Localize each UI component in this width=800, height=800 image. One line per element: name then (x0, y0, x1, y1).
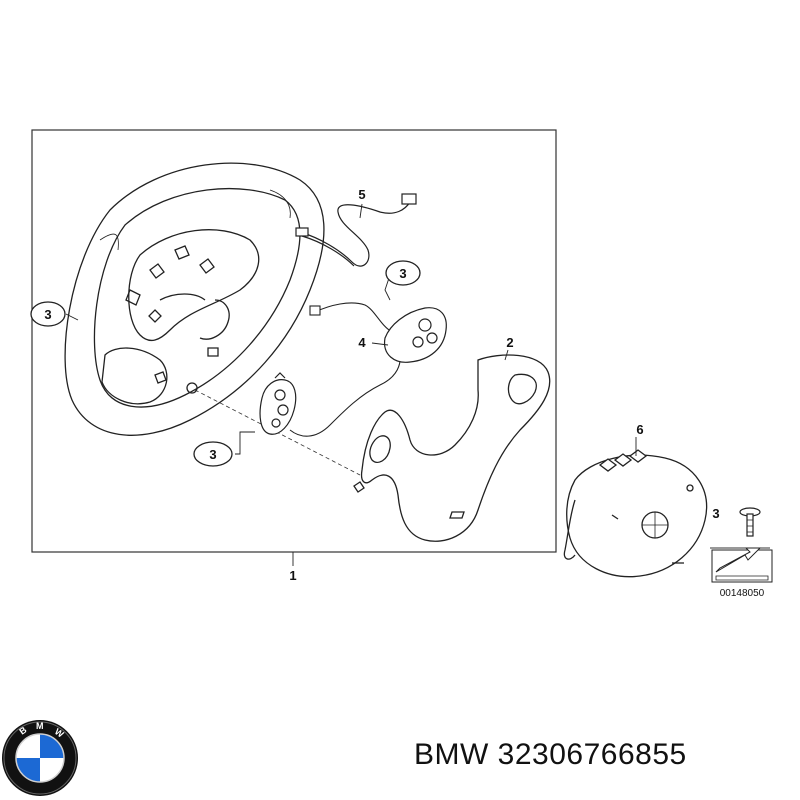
svg-text:1: 1 (289, 568, 296, 583)
svg-text:6: 6 (636, 422, 643, 437)
airbag-module (563, 449, 708, 578)
left-switch-module (259, 372, 297, 435)
callout-3-left: 3 (30, 301, 66, 327)
callout-3-side: 3 (712, 506, 719, 521)
part-caption: BMW 32306766855 (414, 738, 794, 772)
screw-inset (710, 507, 773, 583)
callout-4: 4 (358, 335, 366, 350)
svg-text:3: 3 (399, 266, 406, 281)
right-switch-module (383, 307, 447, 363)
svg-text:5: 5 (358, 187, 365, 202)
callout-2: 2 (506, 335, 513, 350)
svg-text:3: 3 (209, 447, 216, 462)
reference-number: 00148050 (720, 588, 765, 599)
cable-harness (295, 193, 417, 267)
svg-text:3: 3 (44, 307, 51, 322)
assembly-frame (31, 129, 557, 553)
arrow-symbol (711, 547, 773, 583)
steering-wheel (64, 162, 325, 436)
callout-5: 5 (358, 187, 365, 202)
switch-wiring (289, 302, 401, 437)
svg-text:4: 4 (358, 335, 366, 350)
screw-icon (739, 507, 761, 537)
svg-text:M: M (36, 721, 44, 731)
callout-1: 1 (289, 568, 296, 583)
callout-3-mid: 3 (385, 260, 421, 286)
svg-text:3: 3 (712, 506, 719, 521)
part-number: 32306766855 (497, 738, 687, 771)
callout-3-low: 3 (193, 441, 233, 467)
svg-text:2: 2 (506, 335, 513, 350)
trim-cover (353, 354, 551, 542)
brand-name: BMW (414, 738, 489, 771)
bmw-logo: B M W (2, 720, 78, 796)
svg-text:B: B (17, 724, 28, 736)
leader-lines (65, 203, 637, 566)
callout-6: 6 (636, 422, 643, 437)
